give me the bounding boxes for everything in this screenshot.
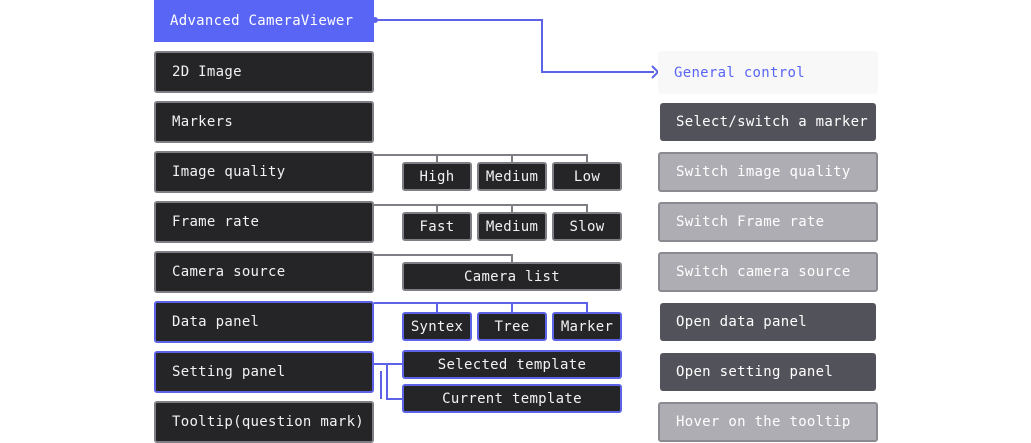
data-panel-connector (374, 302, 588, 312)
action-switch-frame-rate: Switch Frame rate (658, 202, 878, 242)
node-markers: Markers (154, 101, 374, 143)
frame-rate-connector (374, 204, 588, 212)
node-advanced-cameraviewer: Advanced CameraViewer (154, 0, 374, 42)
node-setting-panel: Setting panel (154, 351, 374, 393)
option-medium-rate: Medium (477, 212, 547, 241)
option-selected-template: Selected template (402, 350, 622, 379)
option-medium-quality: Medium (477, 162, 547, 191)
option-current-template: Current template (402, 384, 622, 413)
option-syntex: Syntex (402, 312, 472, 341)
node-camera-source: Camera source (154, 251, 374, 293)
image-quality-connector (374, 154, 588, 162)
action-open-data-panel: Open data panel (660, 303, 876, 341)
header-connector (374, 19, 654, 73)
setting-panel-connector (374, 363, 402, 400)
option-high: High (402, 162, 472, 191)
node-data-panel: Data panel (154, 301, 374, 343)
action-hover-tooltip: Hover on the tooltip (658, 402, 878, 442)
option-marker: Marker (552, 312, 622, 341)
option-fast: Fast (402, 212, 472, 241)
action-general-control: General control (658, 51, 878, 94)
option-tree: Tree (477, 312, 547, 341)
node-tooltip: Tooltip(question mark) (154, 401, 374, 443)
action-select-marker: Select/switch a marker (660, 103, 876, 141)
camera-source-connector (374, 254, 513, 262)
action-switch-image-quality: Switch image quality (658, 152, 878, 192)
action-open-setting-panel: Open setting panel (660, 353, 876, 391)
option-slow: Slow (552, 212, 622, 241)
node-2d-image: 2D Image (154, 51, 374, 93)
node-frame-rate: Frame rate (154, 201, 374, 243)
action-switch-camera-source: Switch camera source (658, 252, 878, 292)
option-low: Low (552, 162, 622, 191)
option-camera-list: Camera list (402, 262, 622, 291)
node-image-quality: Image quality (154, 151, 374, 193)
